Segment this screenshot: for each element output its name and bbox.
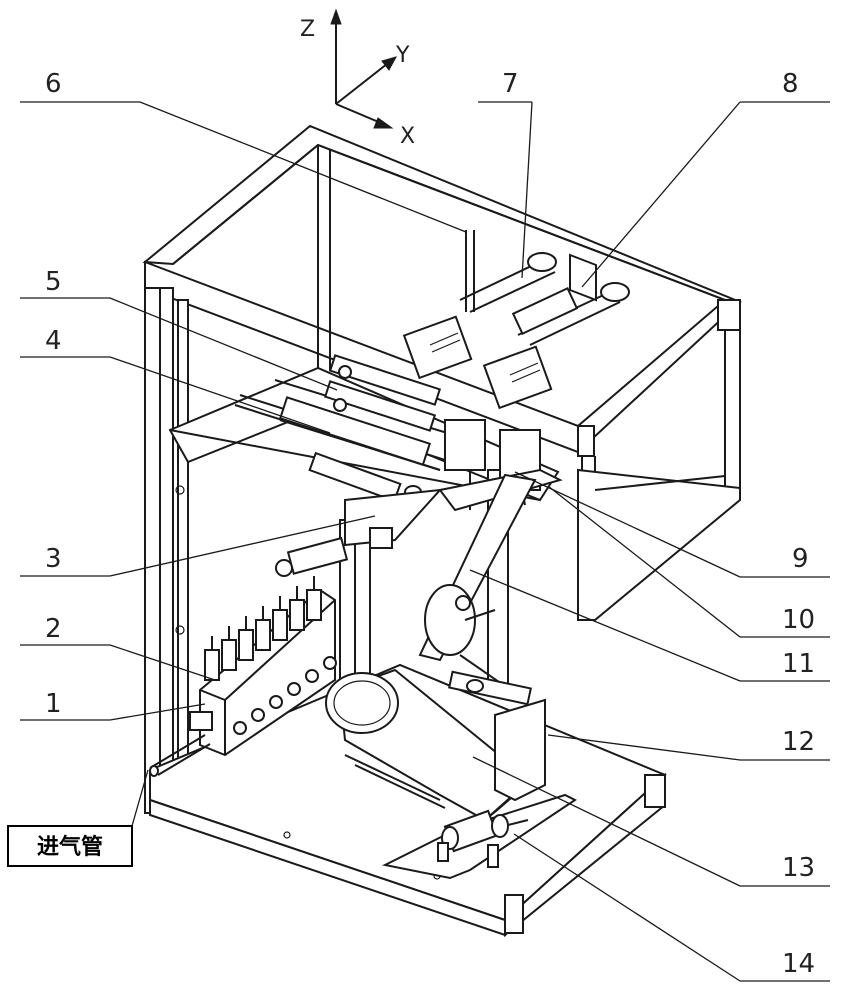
z-axis-label: Z [300, 17, 315, 42]
label-7: 7 [502, 69, 519, 99]
inlet-pipe-label: 进气管 [37, 834, 103, 860]
label-1: 1 [45, 689, 62, 719]
label-14: 14 [782, 949, 815, 979]
y-axis-label: Y [395, 43, 410, 68]
x-axis-label: X [400, 124, 415, 149]
label-10: 10 [782, 605, 815, 635]
label-9: 9 [792, 544, 809, 574]
label-3: 3 [45, 544, 62, 574]
label-2: 2 [45, 614, 62, 644]
label-8: 8 [782, 69, 799, 99]
label-13: 13 [782, 853, 815, 883]
label-6: 6 [45, 69, 62, 99]
label-11: 11 [782, 649, 815, 679]
inlet-pipe-callout: 进气管 [8, 826, 132, 866]
label-4: 4 [45, 326, 62, 356]
label-12: 12 [782, 727, 815, 757]
frame [145, 126, 740, 935]
label-5: 5 [45, 267, 62, 297]
